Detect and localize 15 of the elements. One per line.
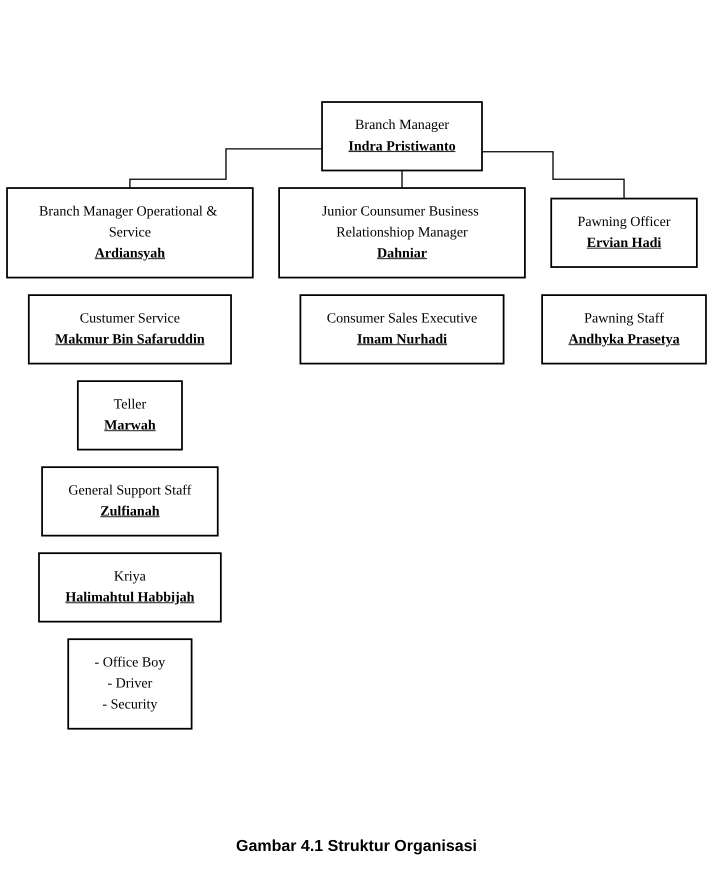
- node-box: Branch Manager Operational & Service Ardiansyah: [6, 186, 254, 278]
- node-box: Consumer Sales Executive Imam Nurhadi: [300, 294, 504, 364]
- connector: [401, 169, 403, 188]
- node-box: Custumer Service Makmur Bin Safaruddin: [28, 294, 232, 364]
- node-box: - Office Boy - Driver - Security: [67, 638, 192, 730]
- node-box: Junior Counsumer Business Relationshiop Manager Dahniar: [278, 186, 526, 278]
- caption: Gambar 4.1 Struktur Organisasi: [235, 838, 478, 856]
- node-box: Branch Manager Indra Pristiwanto: [321, 100, 483, 171]
- connector: [482, 150, 625, 199]
- node-box: Pawning Officer Ervian Hadi: [550, 197, 698, 268]
- connector: [129, 148, 322, 188]
- node-box: Kriya Halimahtul Habbijah: [38, 552, 222, 622]
- node-box: Teller Marwah: [76, 380, 183, 450]
- node-box: General Support Staff Zulfianah: [41, 466, 219, 536]
- node-box: Pawning Staff Andhyka Prasetya: [541, 294, 707, 364]
